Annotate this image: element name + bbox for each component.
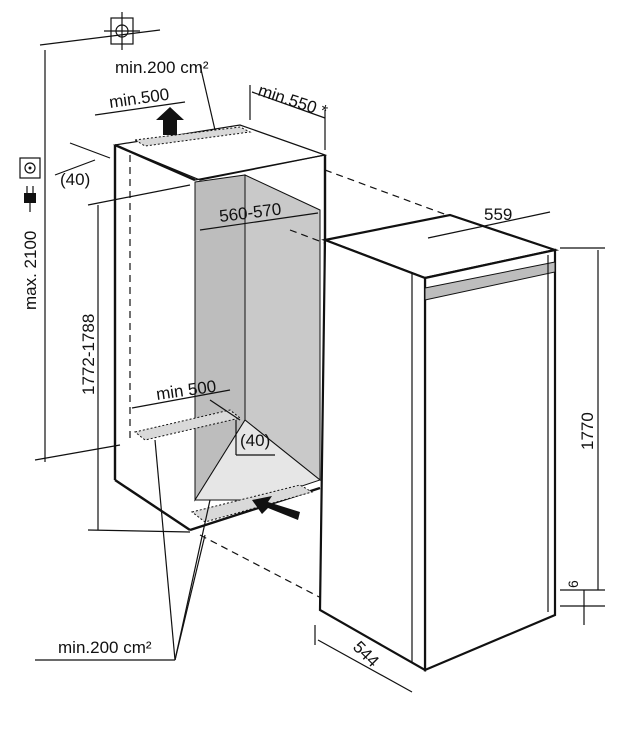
top-gap-label: (40) bbox=[60, 170, 90, 189]
appliance bbox=[318, 213, 560, 672]
appliance-top-vent bbox=[424, 261, 556, 301]
airflow-in-arrow-icon bbox=[252, 496, 300, 520]
niche bbox=[112, 124, 328, 532]
bottom-vent-grille bbox=[190, 484, 314, 523]
appliance-height-label: 1770 bbox=[578, 412, 597, 450]
top-vent-label: min.200 cm² bbox=[115, 58, 209, 77]
power-plug-icon bbox=[24, 186, 36, 212]
top-depth-label: min.500 bbox=[108, 85, 171, 112]
max-height-label: max. 2100 bbox=[21, 231, 40, 310]
bottom-gap-label: (40) bbox=[240, 431, 270, 450]
bottom-vent-label: min.200 cm² bbox=[58, 638, 152, 657]
appliance-width-label: 559 bbox=[484, 205, 512, 224]
power-socket-icon bbox=[19, 157, 41, 179]
niche-depth-label: min.550 * bbox=[256, 81, 331, 121]
level-symbol-icon bbox=[39, 12, 161, 50]
airflow-up-arrow-icon bbox=[156, 107, 184, 135]
top-vent-grille bbox=[133, 126, 252, 147]
foot-gap-label: 6 bbox=[565, 580, 581, 588]
niche-height-label: 1772-1788 bbox=[79, 314, 98, 395]
